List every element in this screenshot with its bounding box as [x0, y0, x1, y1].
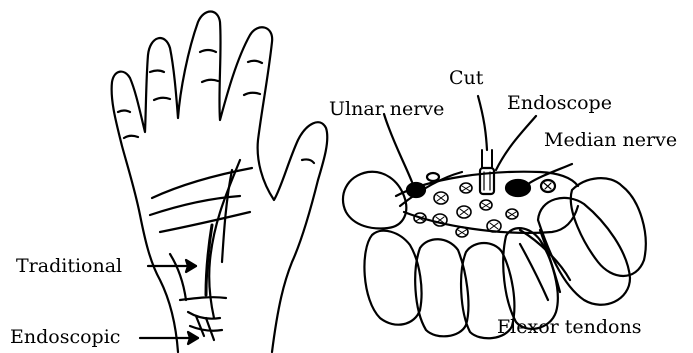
carpal-bone — [571, 178, 646, 276]
endoscopic-incision — [188, 312, 220, 319]
cut-mark — [482, 150, 492, 168]
label-traditional: Traditional — [16, 257, 122, 276]
leader-lines — [140, 96, 572, 344]
hand-drawing — [112, 12, 328, 353]
label-endoscopic: Endoscopic — [10, 328, 120, 347]
wrist-cross-section — [343, 150, 646, 338]
label-ulnar-nerve: Ulnar nerve — [329, 100, 444, 119]
label-cut: Cut — [449, 69, 483, 88]
carpal-bone — [364, 231, 421, 325]
hand-outline — [112, 12, 328, 353]
carpal-bone — [343, 172, 406, 229]
carpal-bone — [538, 198, 630, 305]
flexor-tendon-group — [414, 183, 518, 237]
palm-crease-distal — [152, 168, 252, 198]
median-nerve-shape — [506, 180, 530, 196]
ulnar-nerve-shape — [407, 183, 425, 197]
label-flexor-tendons: Flexor tendons — [497, 318, 642, 337]
label-endoscope: Endoscope — [507, 94, 612, 113]
label-median-nerve: Median nerve — [544, 131, 677, 150]
